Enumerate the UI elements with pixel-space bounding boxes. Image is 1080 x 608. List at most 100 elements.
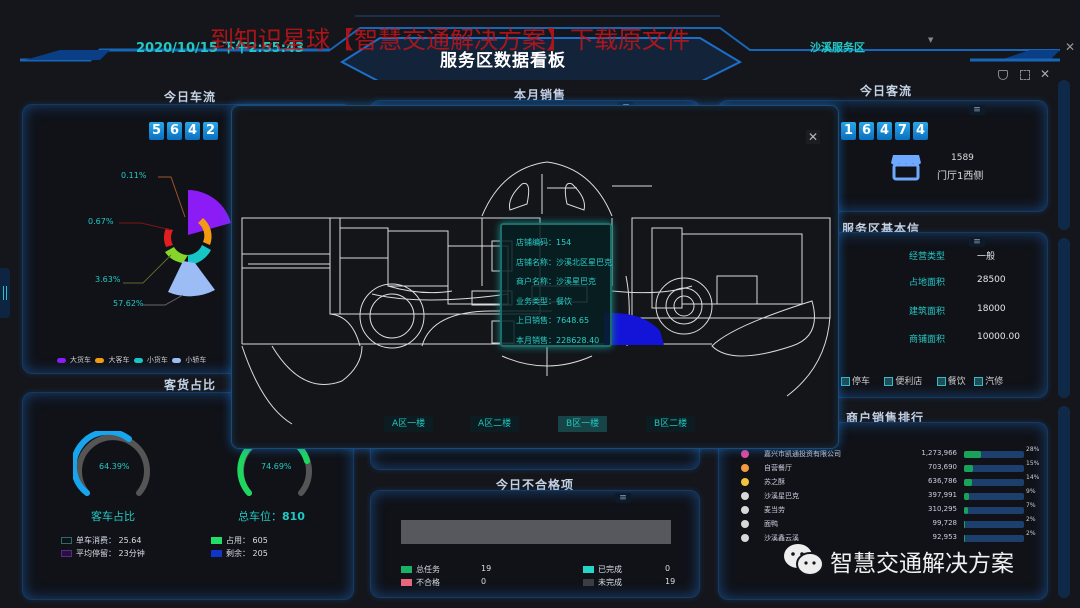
info-value: 28500 (977, 275, 1006, 285)
floor-tab-a1[interactable]: A区一楼 (384, 416, 434, 432)
close-icon[interactable]: ✕ (1040, 67, 1051, 81)
floor-tab-b2[interactable]: B区二楼 (646, 416, 696, 432)
digit: 6 (859, 122, 874, 140)
datetime: 2020/10/15 下午2:55:43 (136, 41, 305, 56)
left-drawer-handle[interactable] (0, 268, 10, 318)
chart-label: 3.63% (95, 275, 121, 284)
traffic-today-title: 今日车流 (163, 90, 216, 104)
digit: 6 (167, 122, 182, 140)
tooltip-row: 本月销售：228628.40 (516, 335, 600, 345)
watermark-top: 到知识星球【智慧交通解决方案】下载原文件 (210, 26, 690, 54)
menu-icon[interactable]: ≡ (615, 493, 631, 503)
checkbox-store[interactable]: 便利店 (884, 377, 922, 387)
tooltip-row: 商户名称：沙溪星巴克 (516, 277, 596, 286)
floor-tab-a2[interactable]: A区二楼 (470, 416, 520, 432)
tooltip-row: 店铺编码：154 (516, 238, 572, 247)
info-label: 商铺面积 (908, 335, 945, 345)
gauge-passenger-label: 客车占比 (91, 510, 135, 523)
info-label: 经营类型 (908, 252, 945, 262)
tooltip-row: 店铺名称：沙溪北区星巴克 (516, 257, 612, 267)
menu-icon[interactable]: ≡ (969, 237, 985, 247)
chevron-down-icon: ▼ (928, 36, 934, 44)
stat-row: 剩余： 205 (211, 548, 268, 559)
legend-item[interactable]: 小轿车 (172, 356, 206, 364)
watermark-bottom: 智慧交通解决方案 (830, 551, 1014, 577)
store-name: 门厅1西侧 (937, 171, 984, 182)
digit: 2 (203, 122, 218, 140)
checkbox-repair[interactable]: 汽修 (974, 377, 1003, 387)
store-count: 1589 (951, 153, 974, 163)
progress-bar (401, 520, 671, 544)
digit: 5 (149, 122, 164, 140)
legend-item[interactable]: 大货车 (57, 356, 91, 364)
legend-item[interactable]: 小货车 (133, 356, 168, 364)
selected-store-highlight[interactable] (602, 311, 672, 351)
menu-icon[interactable]: ≡ (969, 105, 985, 115)
header-frame (20, 15, 1060, 80)
info-label: 建筑面积 (908, 307, 945, 317)
chart-label: 0.11% (121, 171, 147, 180)
info-label: 占地面积 (908, 278, 945, 288)
store-icon (891, 155, 921, 181)
stat-row: 单车消费： 25.64 (61, 535, 141, 546)
legend-item[interactable]: 大客车 (95, 356, 129, 364)
digit: 1 (841, 122, 856, 140)
tooltip-row: 业务类型：餐饮 (516, 296, 572, 306)
info-value: 18000 (977, 304, 1006, 314)
window-close-outer[interactable]: ✕ (1065, 40, 1076, 54)
store-tooltip: 店铺编码：154 店铺名称：沙溪北区星巴克 商户名称：沙溪星巴克 业务类型：餐饮… (500, 223, 612, 347)
checkbox-dining[interactable]: 餐饮 (936, 377, 966, 387)
info-value: 10000.00 (977, 332, 1020, 342)
stat-row: 占用： 605 (211, 535, 268, 546)
header: 2020/10/15 下午2:55:43 服务区数据看板 沙溪服务区 ▼ 到知识… (0, 0, 1080, 81)
visitors-today-title: 今日客流 (859, 84, 912, 98)
right-edge-panel (1058, 406, 1070, 598)
checkbox-parking[interactable]: 停车 (841, 377, 870, 387)
digit: 4 (877, 122, 892, 140)
digit: 7 (895, 122, 910, 140)
page-title: 服务区数据看板 (440, 51, 566, 71)
stat-row: 平均停留： 23分钟 (61, 548, 145, 559)
fullscreen-icon[interactable] (1020, 70, 1030, 80)
right-edge-panel (1058, 80, 1070, 230)
floor-tab-b1[interactable]: B区一楼 (558, 416, 608, 432)
info-value: 一般 (977, 252, 996, 262)
digit: 4 (913, 122, 928, 140)
parking-total: 总车位：810 (238, 510, 305, 523)
merchant-ranking-title: 商户销售排行 (846, 411, 925, 425)
modal-close-icon[interactable]: ✕ (806, 130, 820, 144)
traffic-rose-chart[interactable] (23, 105, 353, 375)
shield-icon[interactable] (998, 70, 1008, 80)
chart-label: 57.62% (113, 299, 144, 308)
location-label: 沙溪服务区 (810, 41, 865, 54)
gauge-parking-value: 74.69% (261, 462, 292, 471)
gauge-passenger (73, 431, 150, 496)
monthly-sales-title: 本月销售 (513, 88, 566, 102)
chart-legend: 大货车 大客车 小货车 小轿车 (57, 355, 206, 365)
gauge-passenger-value: 64.39% (99, 462, 130, 471)
location-select[interactable]: 沙溪服务区 ▼ (810, 36, 940, 54)
wechat-icon (784, 544, 824, 576)
passenger-cargo-title: 客货占比 (163, 378, 216, 392)
facility-checkboxes: 停车 便利店 餐饮 汽修 (841, 374, 1003, 387)
digit: 4 (185, 122, 200, 140)
chart-label: 0.67% (88, 217, 114, 226)
right-edge-panel (1058, 238, 1070, 398)
tooltip-row: 上日销售：7648.65 (516, 316, 590, 325)
floor-map-modal: ✕ (231, 105, 839, 449)
